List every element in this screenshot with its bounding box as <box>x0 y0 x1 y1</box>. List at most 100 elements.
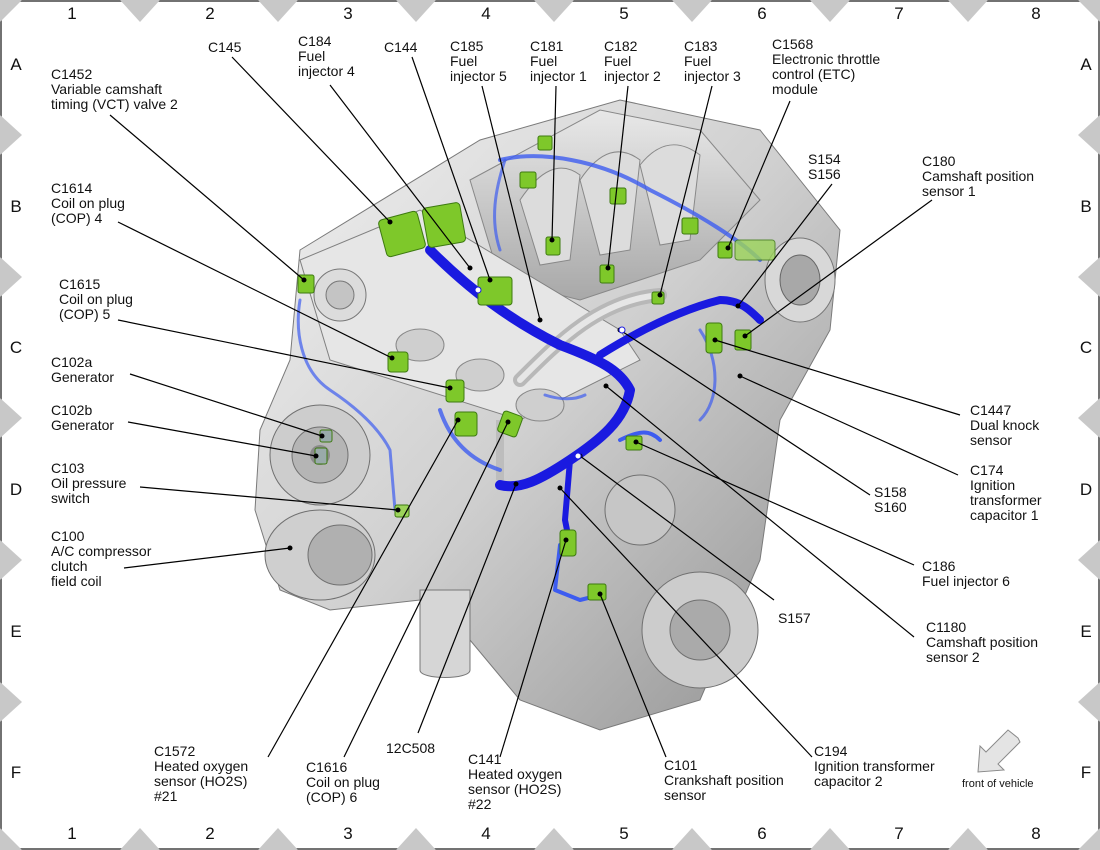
leader-c1568 <box>727 100 791 249</box>
callout-c103: C103 Oil pressure switch <box>51 460 127 506</box>
grid-row-left-f: F <box>10 763 22 782</box>
grid-row-left-a: A <box>10 55 22 74</box>
leader-lines <box>109 56 961 758</box>
grid-col-top-4: 4 <box>481 4 491 23</box>
leader-c101 <box>599 593 667 758</box>
connector-c1615 <box>445 379 465 403</box>
leader-c174 <box>739 375 959 476</box>
leader-c145 <box>231 56 391 223</box>
grid-row-left-b: B <box>10 197 22 216</box>
grid-col-bottom-3: 3 <box>343 824 353 843</box>
callout-c145: C145 <box>208 39 242 55</box>
callout-s157: S157 <box>778 610 811 626</box>
connector-c144 <box>477 276 513 306</box>
leader-c181 <box>551 85 557 241</box>
leader-12c508 <box>417 483 517 734</box>
connector-c141 <box>559 529 577 557</box>
callout-c141: C141 Heated oxygen sensor (HO2S) #22 <box>468 751 563 812</box>
leader-s158 <box>619 329 871 496</box>
connector-c182 <box>599 264 615 284</box>
callout-c100: C100 A/C compressor clutch field coil <box>51 528 152 589</box>
callout-c102a: C102a Generator <box>51 354 115 385</box>
leader-c1614 <box>117 221 393 359</box>
callout-s158-s160: S158 S160 <box>874 484 907 515</box>
grid-col-top-1: 1 <box>67 4 77 23</box>
connector-c182b <box>609 187 627 205</box>
leader-c194 <box>559 487 813 758</box>
grid-col-bottom-7: 7 <box>894 824 904 843</box>
splice-points <box>474 286 626 460</box>
callout-c102b: C102b Generator <box>51 402 115 433</box>
leader-c102b <box>127 421 317 457</box>
grid-col-top-5: 5 <box>619 4 629 23</box>
leader-c103 <box>139 486 399 511</box>
leader-c1452 <box>109 114 305 281</box>
leader-c180 <box>744 199 933 337</box>
callout-c184: C184 Fuel injector 4 <box>298 33 355 79</box>
callout-c1180: C1180 Camshaft position sensor 2 <box>926 619 1039 665</box>
callout-12c508: 12C508 <box>386 740 436 756</box>
front-of-vehicle-label: front of vehicle <box>962 778 1034 790</box>
splice-s157 <box>574 452 582 460</box>
leader-s154 <box>737 183 833 307</box>
leader-s157 <box>579 455 775 601</box>
connector-etc-shadow <box>734 239 776 261</box>
callout-c1568: C1568 Electronic throttle control (ETC) … <box>772 36 881 97</box>
leader-c184 <box>329 84 471 269</box>
connector-c1614 <box>387 351 409 373</box>
connector-c101 <box>587 583 607 601</box>
grid-col-bottom-8: 8 <box>1031 824 1041 843</box>
leader-c1572 <box>343 421 509 758</box>
callout-c185: C185 Fuel injector 5 <box>450 38 507 84</box>
callout-c180: C180 Camshaft position sensor 1 <box>922 153 1035 199</box>
callout-s154-s156: S154 S156 <box>808 151 841 182</box>
grid-row-left-c: C <box>9 338 23 357</box>
callout-c1452: C1452 Variable camshaft timing (VCT) val… <box>51 66 178 112</box>
connector-c181b <box>519 171 537 189</box>
grid-col-top-2: 2 <box>205 4 215 23</box>
callout-c1615: C1615 Coil on plug (COP) 5 <box>59 276 133 322</box>
grid-col-bottom-1: 1 <box>67 824 77 843</box>
grid-row-right-f: F <box>1080 763 1092 782</box>
connector-c1616 <box>454 411 478 437</box>
leader-c183 <box>659 85 713 296</box>
engine-block <box>254 99 841 731</box>
callout-c144: C144 <box>384 39 418 55</box>
leader-c144 <box>411 56 491 281</box>
callout-c182: C182 Fuel injector 2 <box>604 38 661 84</box>
callout-c194: C194 Ignition transformer capacitor 2 <box>814 743 935 789</box>
leader-c1615 <box>117 319 451 389</box>
callout-c1572: C1572 Heated oxygen sensor (HO2S) #21 <box>154 743 249 804</box>
callout-c1447: C1447 Dual knock sensor <box>970 402 1040 448</box>
connector-c183 <box>681 217 699 235</box>
leader-c102a <box>129 373 323 437</box>
grid-row-right-c: C <box>1079 338 1093 357</box>
callout-c183: C183 Fuel injector 3 <box>684 38 741 84</box>
grid-row-left-d: D <box>9 480 23 499</box>
grid-col-bottom-4: 4 <box>481 824 491 843</box>
callout-c1614: C1614 Coil on plug (COP) 4 <box>51 180 125 226</box>
callout-c186: C186 Fuel injector 6 <box>922 558 1010 589</box>
leader-c182 <box>607 85 629 269</box>
grid-col-bottom-6: 6 <box>757 824 767 843</box>
connector-c184 <box>421 202 467 248</box>
leader-c186 <box>635 441 915 566</box>
leader-c141 <box>499 539 567 758</box>
leader-c100 <box>123 547 291 569</box>
leader-c1447 <box>714 339 961 416</box>
callout-c174: C174 Ignition transformer capacitor 1 <box>970 462 1042 523</box>
grid-row-right-d: D <box>1079 480 1093 499</box>
callout-c1616: C1616 Coil on plug (COP) 6 <box>306 759 380 805</box>
grid-col-bottom-2: 2 <box>205 824 215 843</box>
front-of-vehicle-arrow-icon <box>977 729 1021 773</box>
leader-arrows <box>287 219 748 597</box>
grid-row-right-e: E <box>1080 622 1092 641</box>
grid-col-top-8: 8 <box>1031 4 1041 23</box>
grid-row-left-e: E <box>10 622 22 641</box>
connector-c181 <box>545 236 561 256</box>
splice-s158 <box>618 326 626 334</box>
